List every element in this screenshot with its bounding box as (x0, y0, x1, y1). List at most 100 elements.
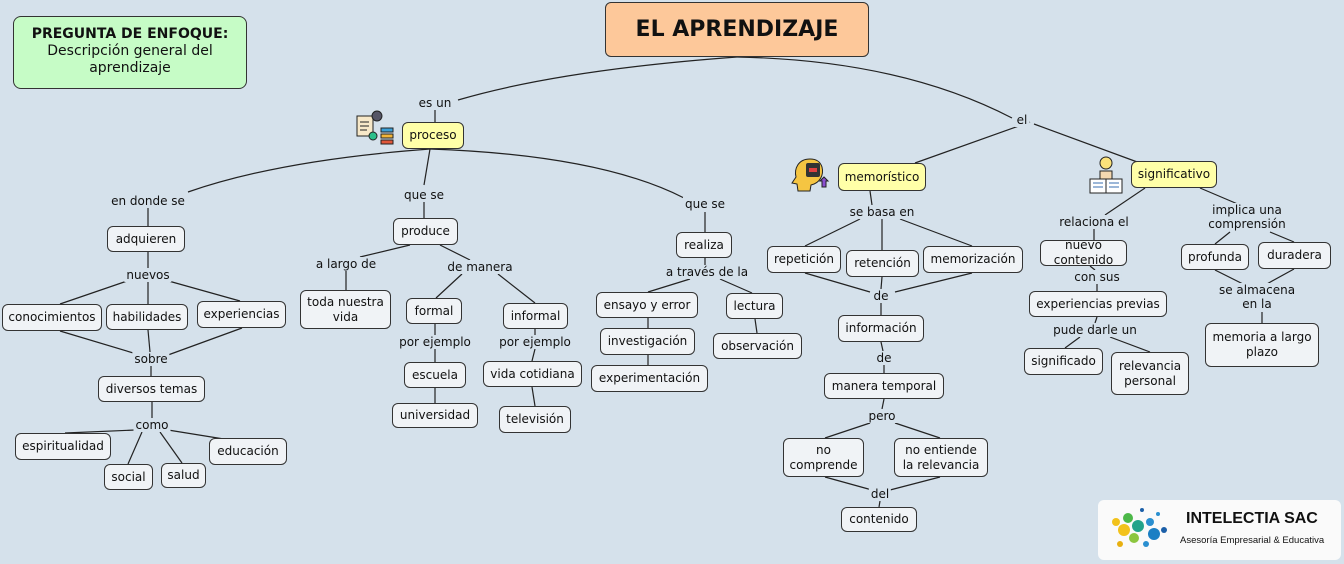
linking-phrase: de (874, 351, 894, 365)
linking-phrase: se almacena en la (1216, 283, 1298, 311)
connector-line (1214, 269, 1246, 286)
connector-line (457, 56, 738, 101)
concept-manera-temporal[interactable]: manera temporal (824, 373, 944, 399)
concept-vida-cotidiana[interactable]: vida cotidiana (483, 361, 582, 387)
linking-phrase: a través de la (663, 265, 751, 279)
concept-espiritualidad[interactable]: espiritualidad (15, 433, 111, 460)
concept-investigacion[interactable]: investigación (600, 328, 695, 355)
linking-phrase: de (871, 289, 891, 303)
company-logo: INTELECTIA SAC Asesoría Empresarial & Ed… (1098, 500, 1341, 560)
concept-television[interactable]: televisión (499, 406, 571, 433)
concept-memorizacion[interactable]: memorización (923, 246, 1023, 273)
connector-line (1033, 123, 1141, 164)
map-title: EL APRENDIZAJE (605, 2, 869, 57)
concept-ensayo-y-error[interactable]: ensayo y error (596, 292, 698, 318)
concept-no-entiende[interactable]: no entiende la relevancia (894, 438, 988, 477)
linking-phrase: que se (682, 197, 728, 211)
linking-phrase: sobre (132, 352, 170, 366)
concept-nuevo-contenido[interactable]: nuevo contenido (1040, 238, 1127, 267)
logo-name: INTELECTIA SAC (1186, 510, 1318, 527)
linking-phrase: pero (866, 409, 898, 423)
linking-phrase: por ejemplo (397, 335, 473, 349)
connector-line (878, 500, 881, 508)
logo-dots-icon (1112, 508, 1167, 547)
connector-line (531, 348, 536, 362)
linking-phrase: como (133, 418, 171, 432)
concept-repeticion[interactable]: repetición (767, 246, 841, 273)
head-memory-icon (791, 158, 830, 192)
concept-memoristico[interactable]: memorístico (838, 163, 926, 191)
concept-social[interactable]: social (104, 464, 153, 490)
concept-escuela[interactable]: escuela (404, 362, 466, 388)
connector-line (899, 218, 973, 247)
concept-significado[interactable]: significado (1024, 348, 1103, 375)
connector-line (64, 429, 136, 434)
connector-line (889, 476, 941, 491)
concept-informacion[interactable]: información (838, 315, 924, 342)
concept-formal[interactable]: formal (406, 298, 462, 324)
concept-conocimientos[interactable]: conocimientos (2, 304, 102, 331)
linking-phrase: a largo de (313, 257, 379, 271)
connector-line (914, 121, 1031, 164)
concept-adquieren[interactable]: adquieren (107, 226, 185, 252)
concept-memoria-largo-plazo[interactable]: memoria a largo plazo (1205, 323, 1319, 367)
concept-habilidades[interactable]: habilidades (106, 304, 188, 330)
connector-line (531, 386, 536, 407)
linking-phrase: es un (416, 96, 454, 110)
connector-line (147, 329, 151, 353)
concept-experiencias-previas[interactable]: experiencias previas (1029, 291, 1167, 317)
connector-line (736, 56, 1013, 119)
concept-duradera[interactable]: duradera (1258, 242, 1331, 269)
concept-experiencias[interactable]: experiencias (197, 301, 286, 328)
concept-relevancia-personal[interactable]: relevancia personal (1111, 352, 1189, 395)
connector-line (59, 279, 131, 305)
connector-line (824, 476, 873, 491)
connector-line (1064, 336, 1081, 349)
linking-phrase: se basa en (847, 205, 917, 219)
linking-phrase: en donde se (109, 194, 187, 208)
connector-line (429, 148, 685, 199)
connector-line (164, 279, 241, 302)
connector-line (439, 244, 471, 261)
connector-line (187, 148, 431, 193)
connector-line (127, 431, 143, 465)
connector-line (1094, 316, 1098, 324)
concept-observacion[interactable]: observación (713, 333, 802, 359)
connector-line (719, 278, 753, 294)
connector-line (435, 273, 463, 299)
process-icon (356, 110, 394, 145)
concept-significativo[interactable]: significativo (1131, 161, 1217, 188)
concept-contenido[interactable]: contenido (841, 507, 917, 532)
connector-line (880, 341, 884, 352)
concept-realiza[interactable]: realiza (676, 232, 732, 258)
connector-line (59, 330, 141, 356)
concept-lectura[interactable]: lectura (726, 293, 783, 319)
concept-universidad[interactable]: universidad (392, 403, 478, 428)
connector-line (167, 327, 243, 356)
concept-informal[interactable]: informal (503, 303, 568, 329)
connector-line (1104, 187, 1146, 216)
concept-proceso[interactable]: proceso (402, 122, 464, 149)
linking-phrase: del (868, 487, 892, 501)
connector-line (869, 190, 873, 206)
concept-no-comprende[interactable]: no comprende (783, 438, 864, 477)
concept-salud[interactable]: salud (161, 463, 206, 488)
linking-phrase: con sus (1072, 270, 1122, 284)
linking-phrase: que se (401, 188, 447, 202)
connector-line (647, 278, 691, 293)
connector-line (754, 318, 758, 334)
linking-phrase: pude darle un (1051, 323, 1139, 337)
concept-toda-nuestra-vida[interactable]: toda nuestra vida (300, 290, 391, 329)
concept-profunda[interactable]: profunda (1181, 244, 1249, 270)
connector-line (804, 218, 861, 247)
connector-line (881, 398, 885, 410)
concept-produce[interactable]: produce (393, 218, 458, 245)
concept-retencion[interactable]: retención (846, 250, 919, 277)
linking-phrase: nuevos (124, 268, 172, 282)
connector-line (1109, 336, 1151, 353)
concept-educacion[interactable]: educación (209, 438, 287, 465)
linking-phrase: de manera (445, 260, 515, 274)
concept-diversos-temas[interactable]: diversos temas (98, 376, 205, 402)
connector-line (804, 272, 871, 293)
concept-experimentacion[interactable]: experimentación (591, 365, 708, 392)
